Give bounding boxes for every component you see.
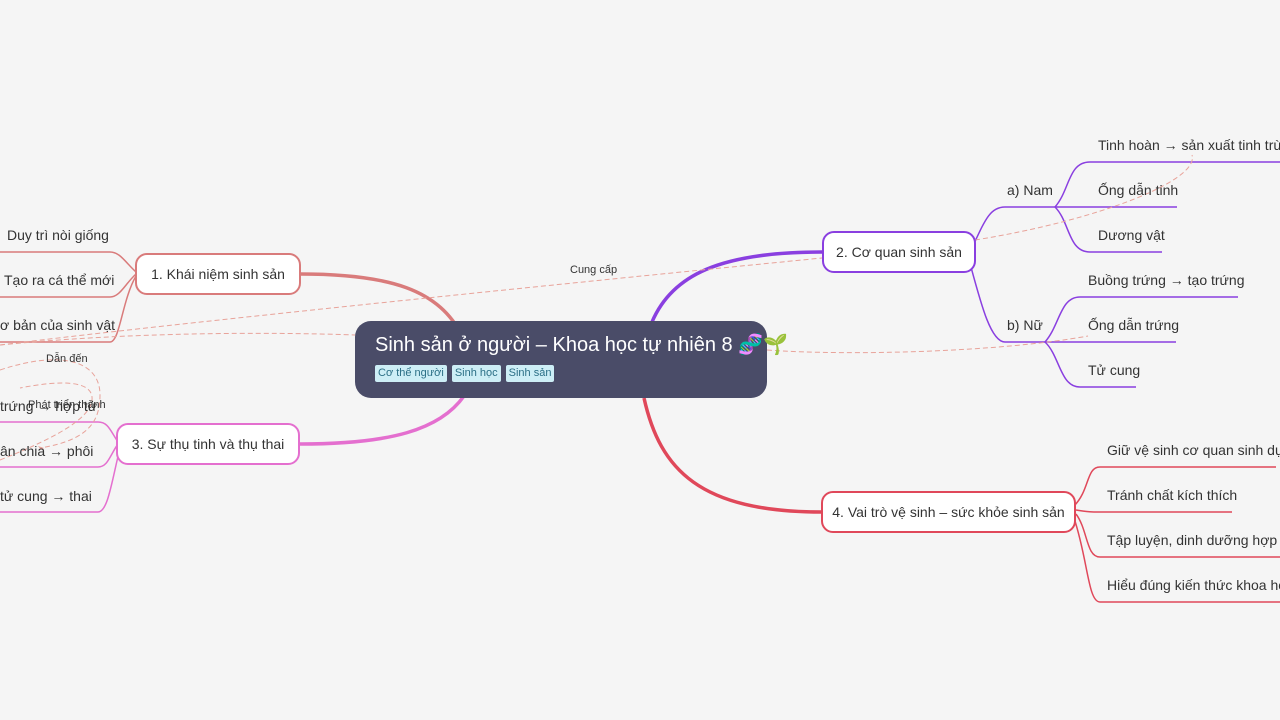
relationship-label-cung-cap[interactable]: Cung cấp (570, 264, 618, 276)
connector-b4 (642, 397, 823, 514)
tag-sinh-hoc[interactable]: Sinh học (451, 365, 501, 382)
leaf-ong-dan-tinh[interactable]: Ống dẫn tinh (1098, 182, 1179, 198)
leaf-tap-luyen-dinh-duong[interactable]: Tập luyện, dinh dưỡng hợp lý (1107, 532, 1280, 548)
b1-leaf-lines (0, 251, 137, 343)
connector-b2 (650, 250, 823, 323)
leaf-ong-dan-trung[interactable]: Ống dẫn trứng (1088, 317, 1180, 333)
branch-khai-niem-sinh-san[interactable]: 1. Khái niệm sinh sản (135, 253, 301, 295)
branch-label: 2. Cơ quan sinh sản (836, 244, 962, 260)
leaf-co-ban-cua-sinh-vat[interactable]: ơ bản của sinh vật (0, 317, 116, 333)
b4-leaf-lines (1073, 466, 1280, 603)
subtopic-nam[interactable]: a) Nam (1007, 182, 1053, 198)
connector-b3 (299, 394, 466, 446)
leaf-phan-chia-phoi[interactable]: ân chia → phôi (0, 443, 94, 459)
branch-su-thu-tinh-thu-thai[interactable]: 3. Sự thụ tinh và thụ thai (116, 423, 300, 465)
branch-vai-tro-ve-sinh[interactable]: 4. Vai trò vệ sinh – sức khỏe sinh sản (821, 491, 1076, 533)
connector-b1 (299, 272, 464, 337)
leaf-duong-vat[interactable]: Dương vật (1098, 227, 1165, 243)
central-topic-tags: Cơ thể người Sinh học Sinh sản (375, 365, 747, 382)
leaf-tu-cung-thai[interactable]: tử cung → thai (0, 488, 92, 504)
subtopic-nu[interactable]: b) Nữ (1007, 317, 1043, 333)
leaf-buong-trung[interactable]: Buồng trứng → tạo trứng (1088, 272, 1245, 288)
relationship-label-phat-trien-thanh[interactable]: Phát triển thành (28, 399, 106, 411)
branch-label: 3. Sự thụ tinh và thụ thai (131, 436, 285, 452)
leaf-trung-hop-tu[interactable]: trứng → hợp tử (0, 398, 98, 414)
central-topic[interactable]: Sinh sản ở người – Khoa học tự nhiên 8 🧬… (355, 321, 789, 398)
relationship-lines (0, 154, 1193, 461)
leaf-tinh-hoan[interactable]: Tinh hoàn → sản xuất tinh trùn (1098, 137, 1280, 153)
branch-co-quan-sinh-san[interactable]: 2. Cơ quan sinh sản (822, 231, 976, 273)
leaf-tranh-chat-kich-thich[interactable]: Tránh chất kích thích (1107, 487, 1238, 503)
leaf-tao-ra-ca-the-moi[interactable]: Tạo ra cá thể mới (4, 272, 115, 288)
relationship-label-dan-den[interactable]: Dẫn đến (46, 353, 88, 365)
branch-label: 4. Vai trò vệ sinh – sức khỏe sinh sản (832, 504, 1065, 520)
tag-co-the-nguoi[interactable]: Cơ thể người (375, 365, 447, 382)
tag-sinh-san[interactable]: Sinh sản (505, 365, 555, 382)
leaf-giu-ve-sinh[interactable]: Giữ vệ sinh cơ quan sinh dục (1107, 442, 1280, 458)
leaf-tu-cung[interactable]: Tử cung (1088, 362, 1141, 378)
central-topic-title: Sinh sản ở người – Khoa học tự nhiên 8 🧬… (375, 334, 789, 356)
leaf-duy-tri-noi-giong[interactable]: Duy trì nòi giống (7, 227, 109, 243)
branch-label: 1. Khái niệm sinh sản (151, 266, 285, 282)
leaf-hieu-dung-kien-thuc[interactable]: Hiểu đúng kiến thức khoa họ (1107, 577, 1280, 593)
